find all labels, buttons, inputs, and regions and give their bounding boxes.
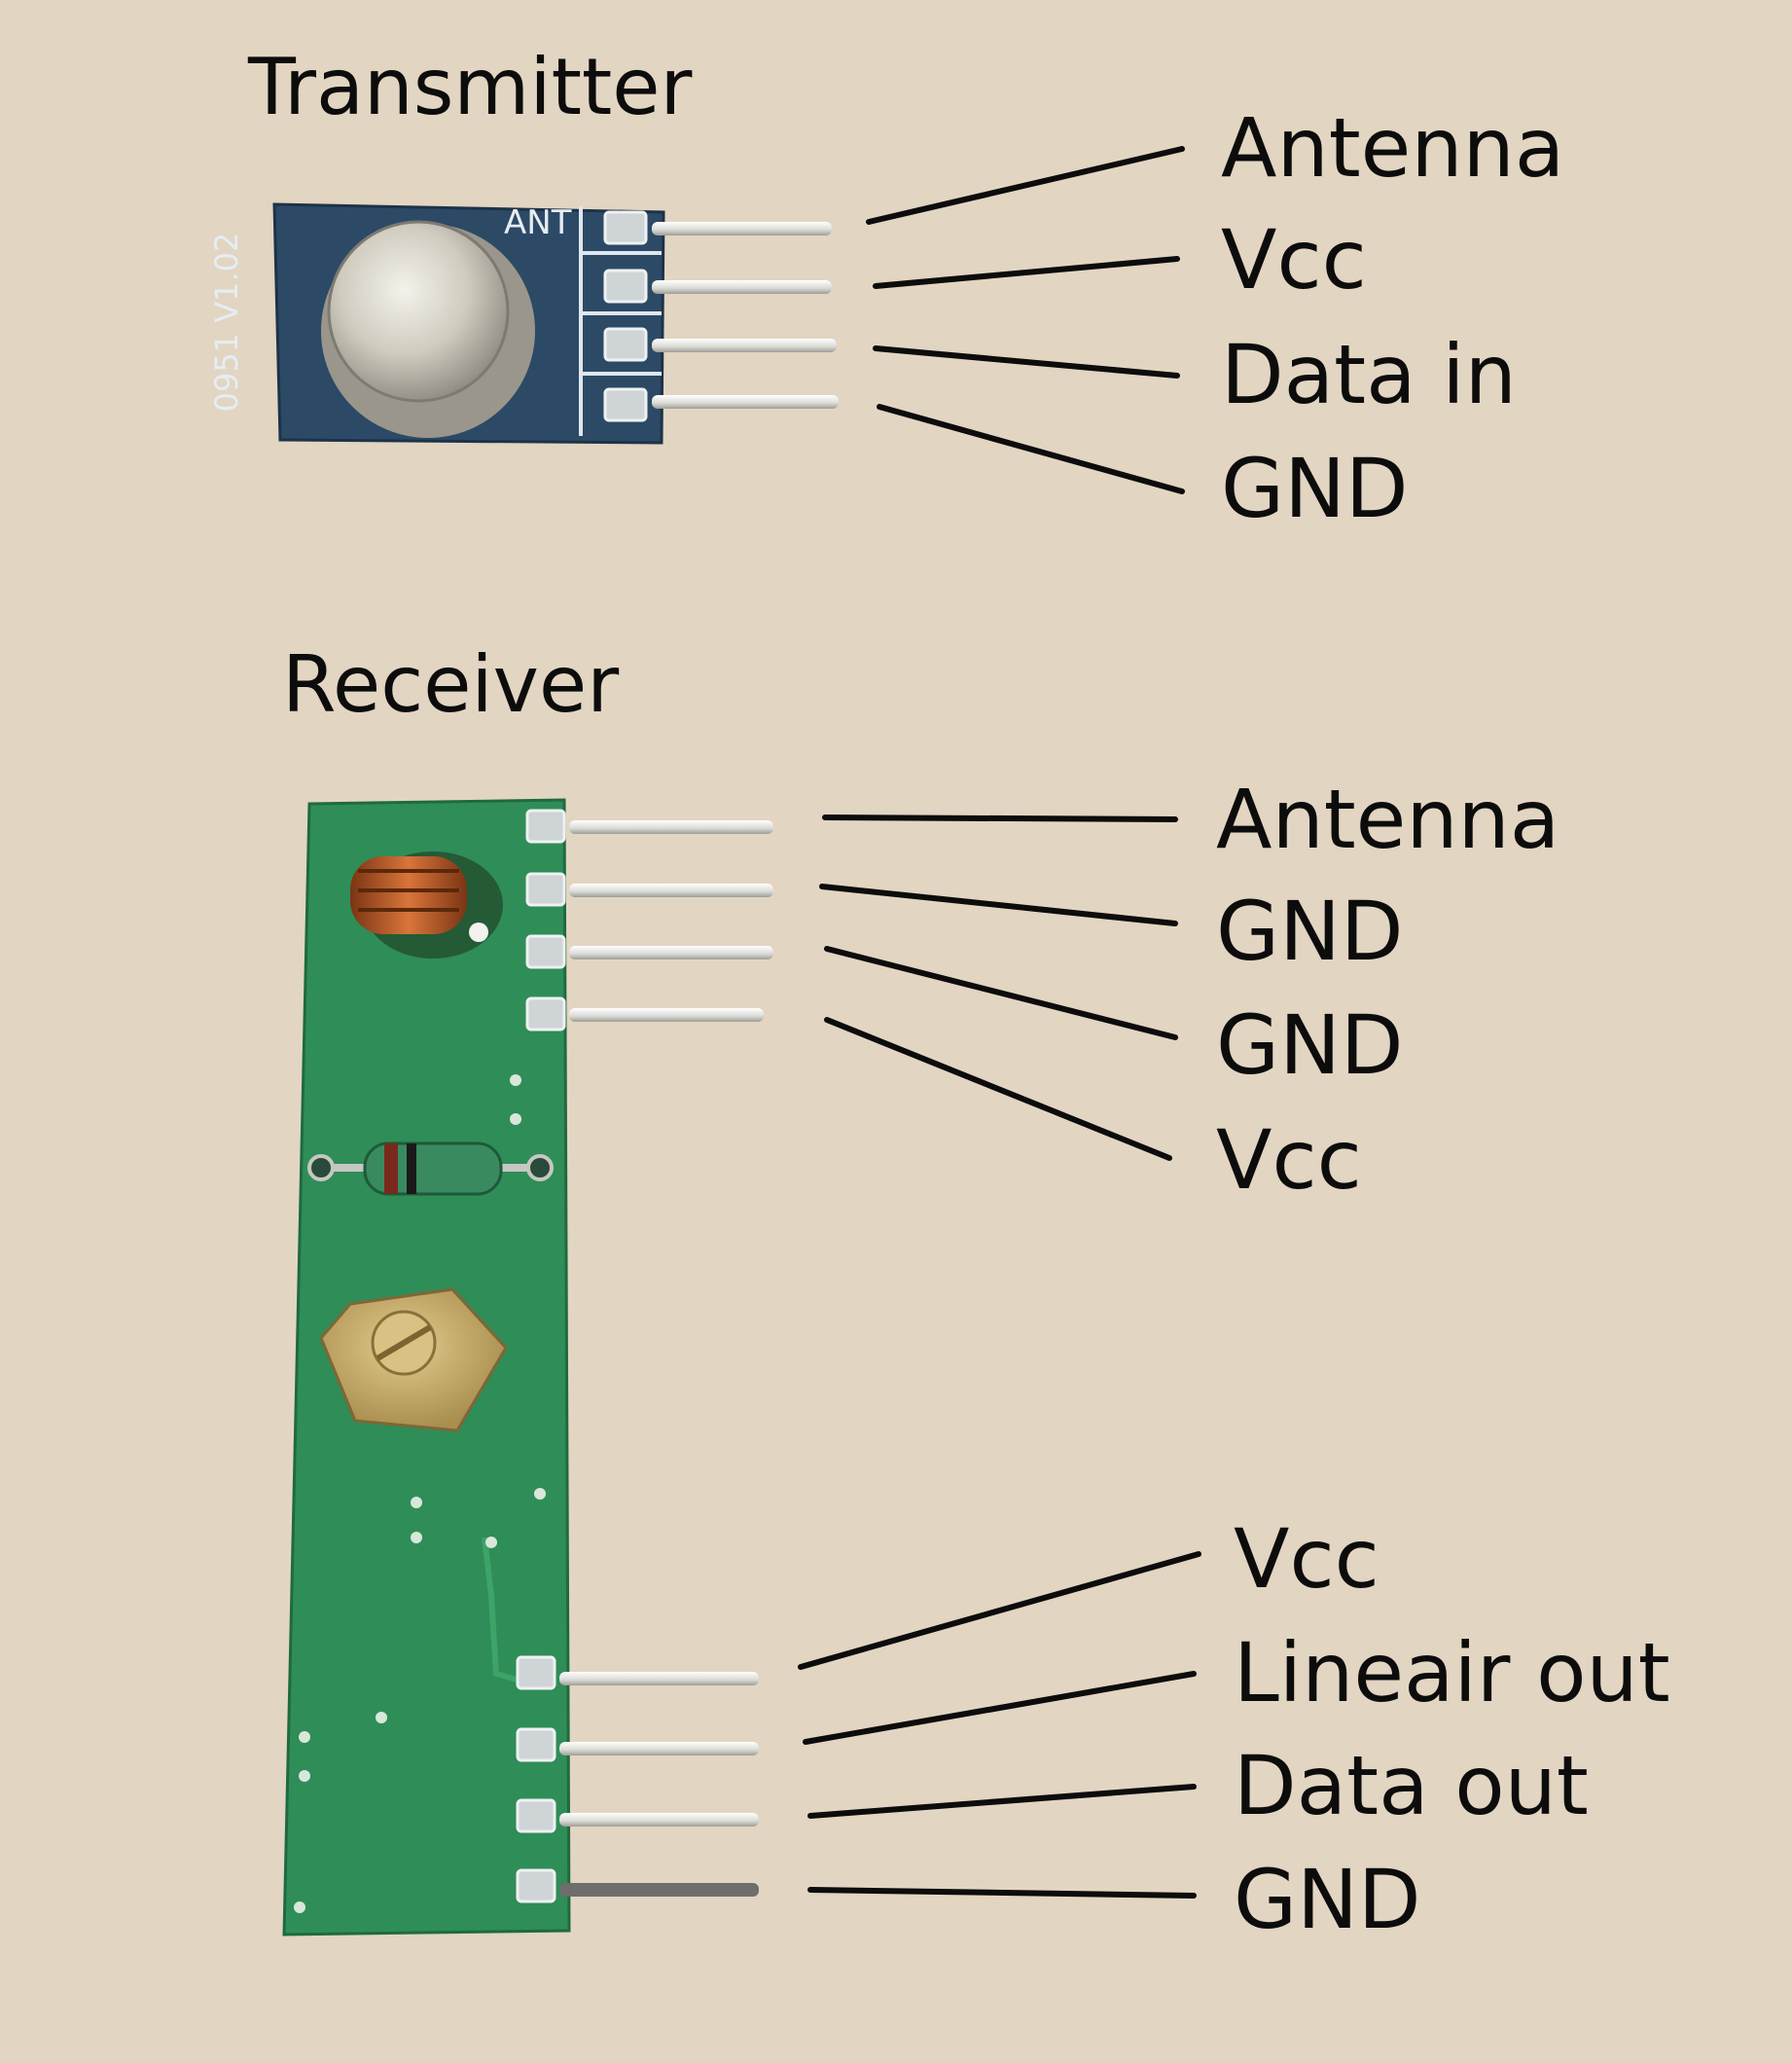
transmitter-pin-label-1: Antenna bbox=[1221, 100, 1565, 196]
receiver-top-pin-label-1: Antenna bbox=[1216, 772, 1560, 867]
receiver-title: Receiver bbox=[282, 639, 620, 730]
transmitter-silkscreen-version: 0951 V1.02 bbox=[208, 232, 245, 413]
receiver-module bbox=[282, 798, 1201, 1936]
transmitter-module bbox=[272, 146, 1185, 494]
transmitter-pin-label-4: GND bbox=[1221, 441, 1409, 536]
receiver-leader-lines bbox=[798, 814, 1201, 1899]
receiver-bottom-pins bbox=[559, 1672, 759, 1897]
transmitter-pins bbox=[652, 222, 839, 409]
receiver-top-pins bbox=[569, 820, 773, 1022]
receiver-bottom-pin-label-1: Vcc bbox=[1234, 1511, 1380, 1607]
receiver-inductor bbox=[363, 1141, 503, 1196]
transmitter-leader-lines bbox=[866, 146, 1185, 494]
transmitter-metal-can bbox=[327, 220, 510, 403]
receiver-bottom-pin-label-4: GND bbox=[1234, 1852, 1421, 1947]
receiver-copper-coil bbox=[350, 856, 467, 934]
receiver-top-pin-label-4: Vcc bbox=[1216, 1112, 1362, 1208]
transmitter-pin-label-2: Vcc bbox=[1221, 212, 1367, 308]
receiver-bottom-pin-label-2: Lineair out bbox=[1234, 1625, 1670, 1720]
receiver-top-pin-label-3: GND bbox=[1216, 997, 1404, 1093]
receiver-top-pin-label-2: GND bbox=[1216, 884, 1404, 979]
transmitter-title: Transmitter bbox=[248, 42, 693, 132]
receiver-bottom-pin-label-3: Data out bbox=[1234, 1738, 1589, 1833]
transmitter-pin-label-3: Data in bbox=[1221, 327, 1517, 422]
transmitter-silkscreen-pin-label: ANT bbox=[504, 203, 572, 242]
